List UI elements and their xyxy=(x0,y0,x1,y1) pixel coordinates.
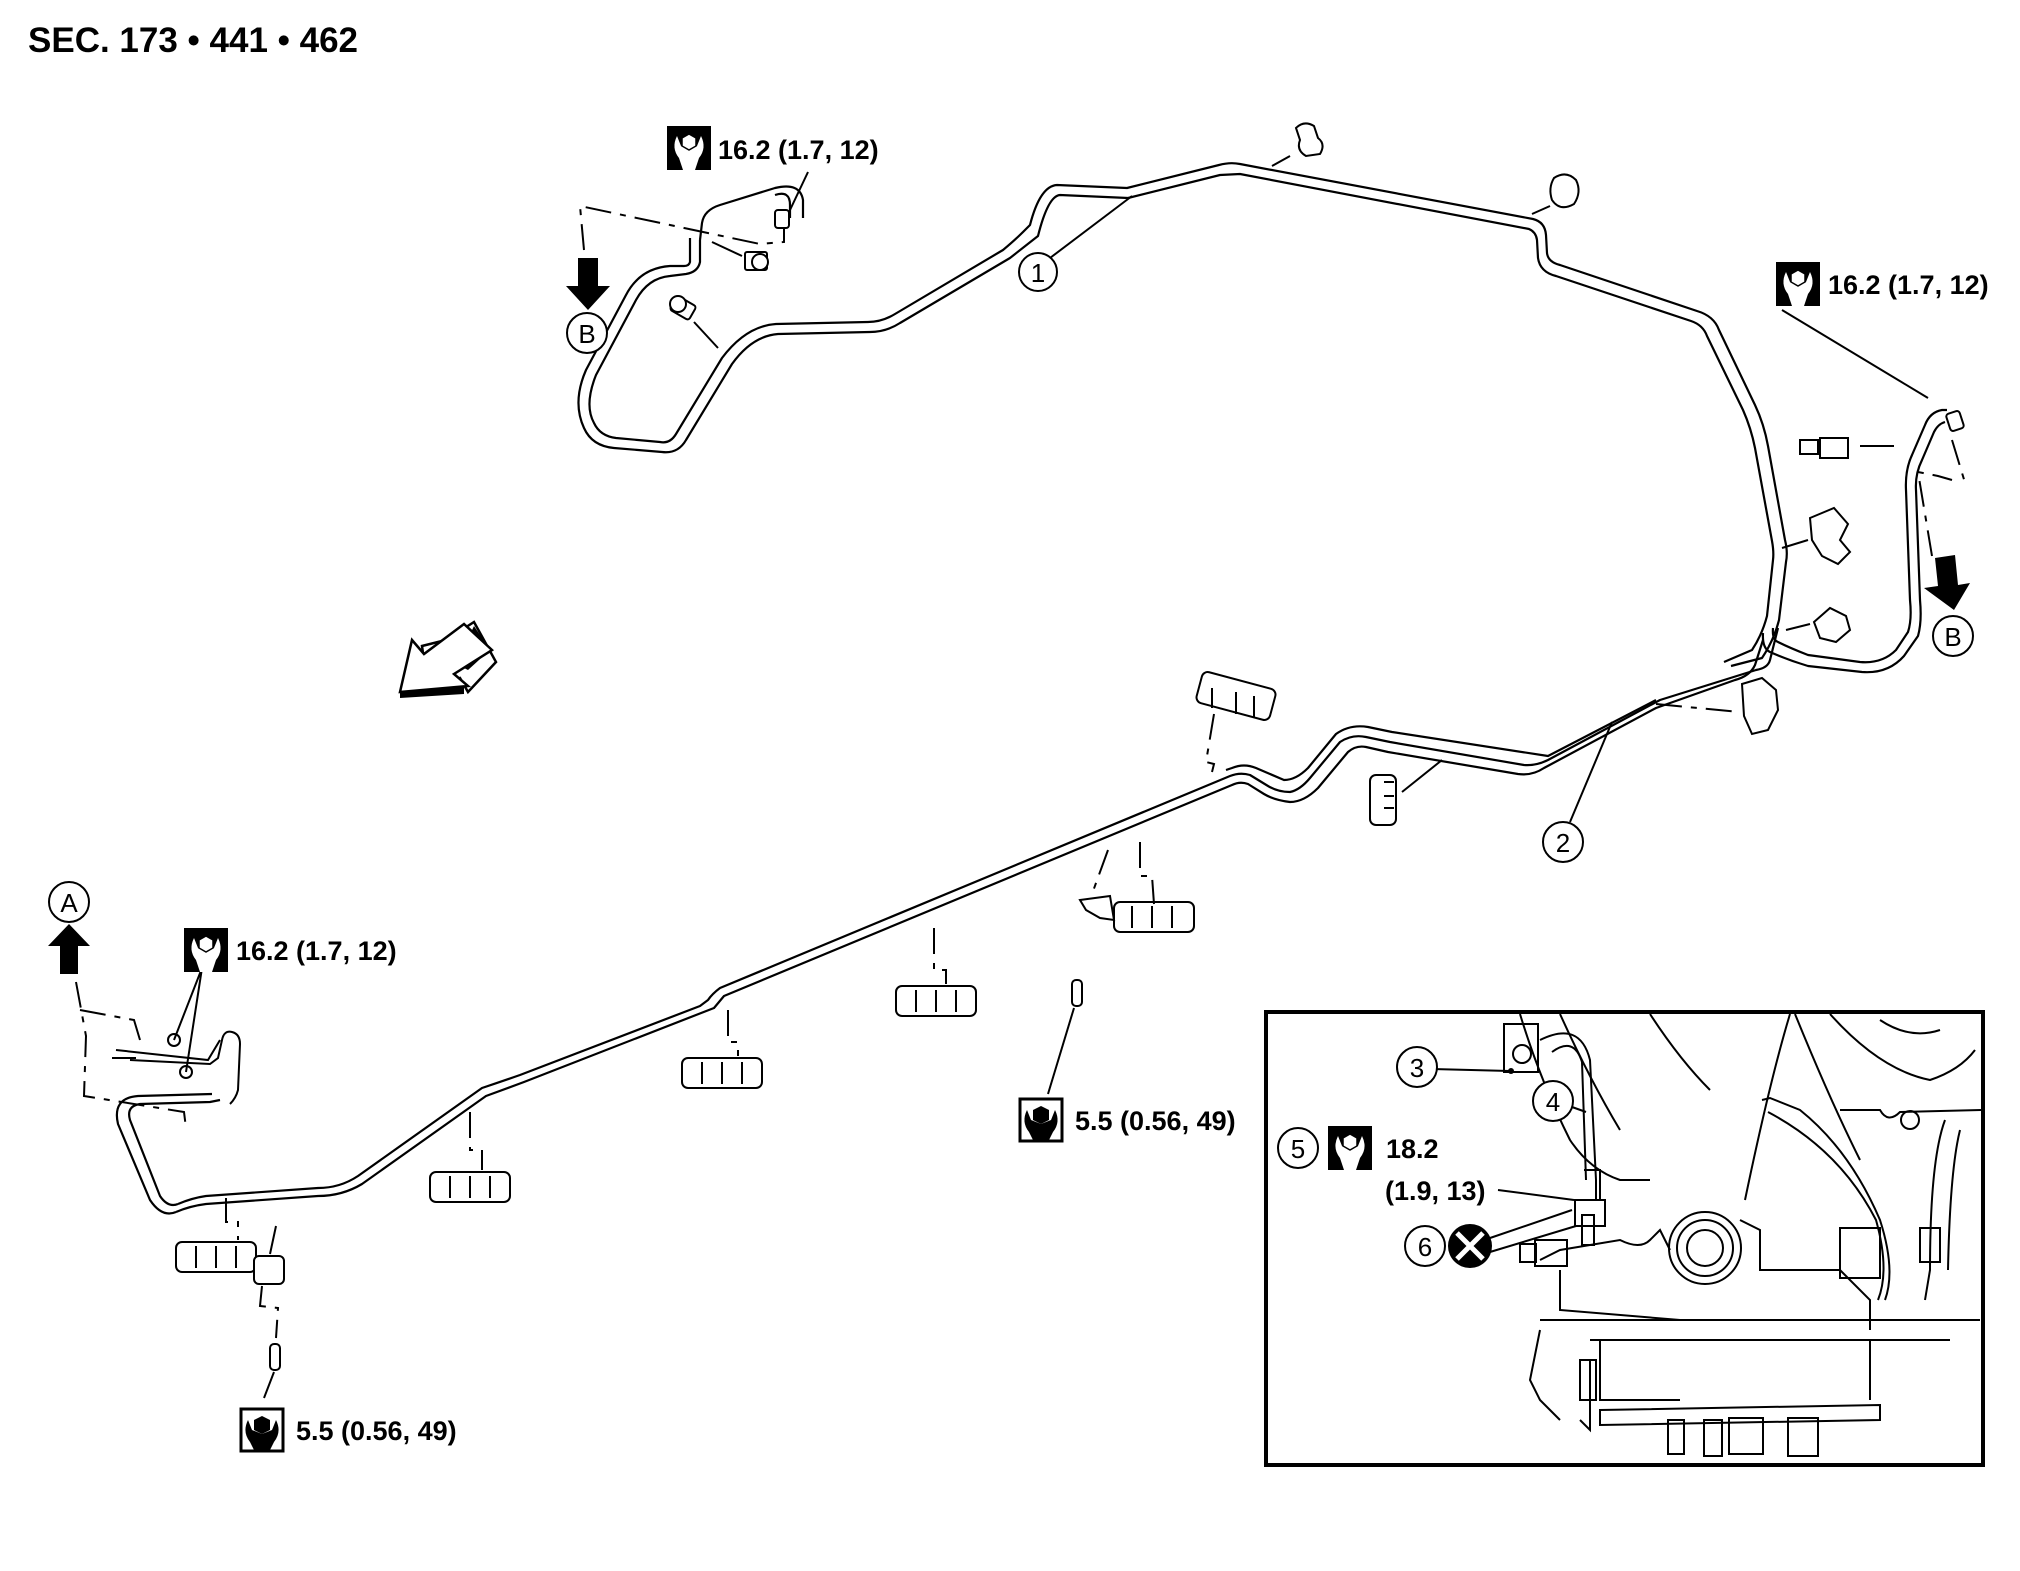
clip-icon xyxy=(1195,671,1277,773)
clip-icon xyxy=(1781,506,1852,566)
svg-text:18.2: 18.2 xyxy=(1386,1134,1439,1164)
flare-nut-icon xyxy=(774,209,790,229)
wrench-bolt-icon xyxy=(239,1407,285,1453)
arrow-down-icon xyxy=(1924,555,1970,610)
svg-text:5: 5 xyxy=(1291,1134,1305,1164)
wrench-hex-icon xyxy=(184,928,228,972)
clip-icon xyxy=(175,1198,285,1285)
torque-label-top: 16.2 (1.7, 12) xyxy=(667,126,879,211)
svg-text:5.5 (0.56, 49): 5.5 (0.56, 49) xyxy=(1075,1106,1236,1136)
clip-icon xyxy=(711,241,769,271)
clip-icon xyxy=(1655,676,1780,736)
callout-1: 1 xyxy=(1018,195,1133,292)
wrench-bolt-icon xyxy=(1018,1097,1064,1143)
brake-tube-2 xyxy=(115,408,1947,1215)
callout-6: 6 xyxy=(1404,1209,1577,1268)
inset-detail: 3 4 5 18.2 (1.9, 13) 6 xyxy=(1264,1010,1985,1467)
svg-text:2: 2 xyxy=(1556,828,1570,858)
callout-4: 4 xyxy=(1532,1080,1587,1122)
flare-nut-icon xyxy=(1945,410,1965,432)
clip-icon xyxy=(1078,842,1195,933)
wrench-hex-icon xyxy=(1328,1126,1372,1170)
clip-icon xyxy=(1799,437,1894,459)
torque-label-left: 16.2 (1.7, 12) xyxy=(184,928,397,972)
svg-text:4: 4 xyxy=(1546,1087,1560,1117)
connector-b-left: B xyxy=(566,204,785,354)
torque-label-middle: 5.5 (0.56, 49) xyxy=(1018,1097,1236,1143)
clip-icon xyxy=(1785,606,1852,644)
connector-a: A xyxy=(48,881,90,974)
torque-label-right: 16.2 (1.7, 12) xyxy=(1776,262,1989,399)
caliper-drawing xyxy=(1503,1014,1981,1457)
arrow-up-icon xyxy=(48,924,90,974)
svg-text:5.5 (0.56, 49): 5.5 (0.56, 49) xyxy=(296,1416,457,1446)
wrench-hex-icon xyxy=(1776,262,1820,306)
svg-text:6: 6 xyxy=(1418,1232,1432,1262)
callout-3: 3 xyxy=(1396,1046,1514,1088)
clip-icon xyxy=(895,928,977,1017)
section-title: SEC. 173 • 441 • 462 xyxy=(28,21,358,60)
arrow-down-icon xyxy=(566,258,610,310)
front-arrow-icon xyxy=(398,622,495,694)
svg-text:3: 3 xyxy=(1410,1053,1424,1083)
connector-b-right: B xyxy=(1916,439,1974,657)
clip-icon xyxy=(1531,173,1580,215)
brake-tube-1 xyxy=(577,162,1788,668)
torque-label-bottom-left: 5.5 (0.56, 49) xyxy=(239,1407,457,1453)
clip-icon xyxy=(1271,122,1324,167)
svg-text:B: B xyxy=(1944,622,1961,652)
bolt-icon xyxy=(1047,979,1083,1095)
wrench-hex-icon xyxy=(667,126,711,170)
clip-icon xyxy=(1369,759,1443,826)
callout-2: 2 xyxy=(1542,721,1613,863)
clip-icon xyxy=(681,1010,763,1089)
front-direction-arrow xyxy=(398,620,498,698)
clip-icon xyxy=(669,295,719,349)
svg-text:16.2 (1.7, 12): 16.2 (1.7, 12) xyxy=(1828,270,1989,300)
bolt-icon xyxy=(258,1285,281,1399)
x-circle-icon xyxy=(1448,1224,1492,1268)
svg-text:1: 1 xyxy=(1031,258,1045,288)
clips xyxy=(175,122,1894,1399)
svg-text:B: B xyxy=(578,319,595,349)
svg-text:A: A xyxy=(60,888,78,918)
svg-text:16.2 (1.7, 12): 16.2 (1.7, 12) xyxy=(718,135,879,165)
clip-icon xyxy=(429,1112,511,1203)
callout-5: 5 18.2 (1.9, 13) xyxy=(1277,1126,1575,1206)
svg-text:16.2 (1.7, 12): 16.2 (1.7, 12) xyxy=(236,936,397,966)
svg-text:(1.9, 13): (1.9, 13) xyxy=(1385,1176,1486,1206)
